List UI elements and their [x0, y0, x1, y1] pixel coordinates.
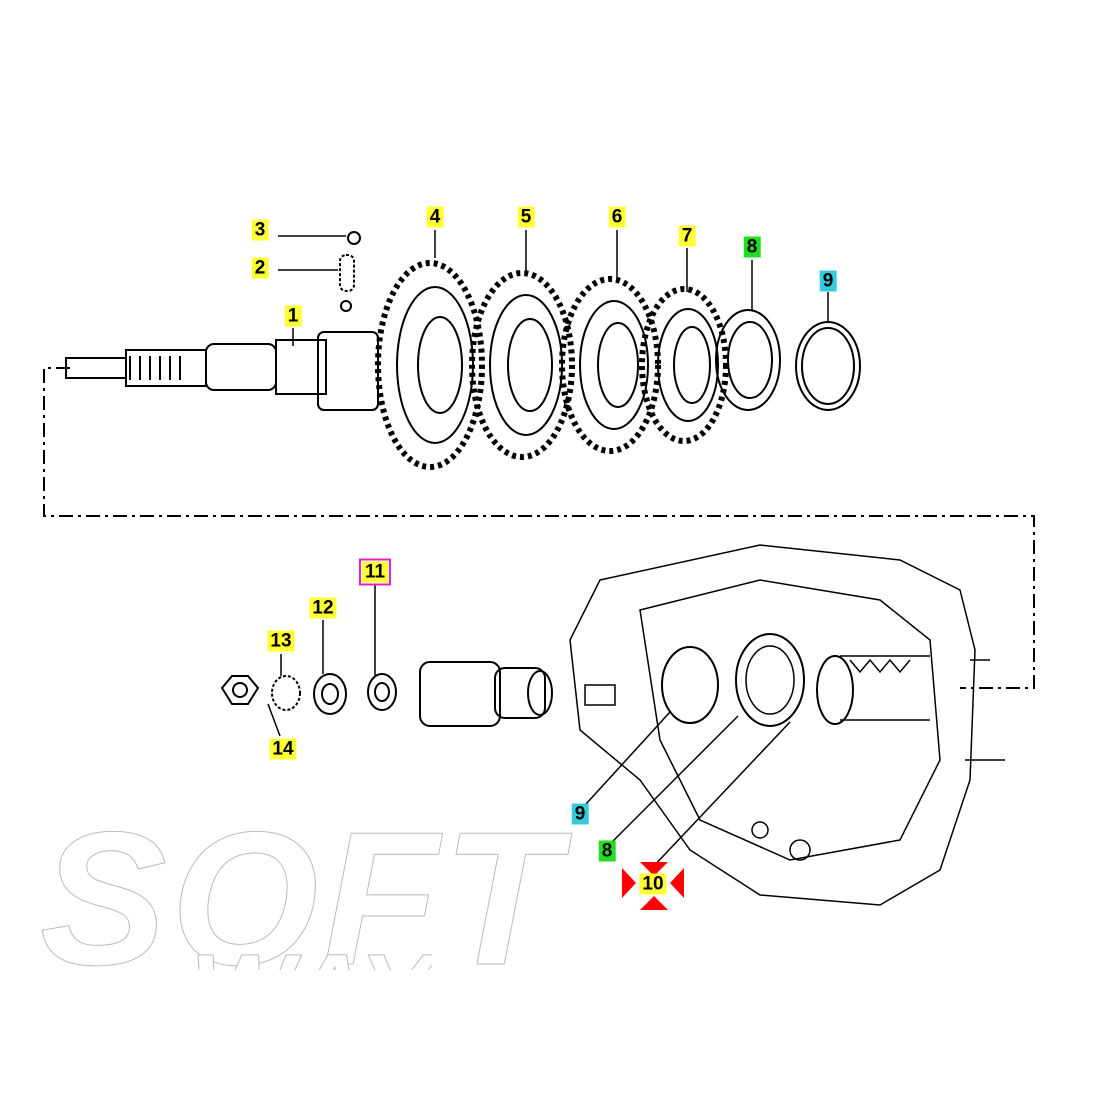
lock-washer-13 [271, 675, 301, 711]
nut-14 [220, 675, 260, 705]
main-shaft [65, 331, 379, 411]
bearing-12 [313, 673, 347, 715]
transmission-housing [569, 544, 1005, 906]
gear-7 [639, 286, 729, 444]
callout-6[interactable]: 6 [608, 206, 626, 228]
callout-8-lower[interactable]: 8 [598, 840, 616, 862]
callout-9-lower[interactable]: 9 [571, 803, 589, 825]
callout-7[interactable]: 7 [678, 225, 696, 247]
callout-3[interactable]: 3 [251, 219, 269, 241]
ball [347, 231, 361, 245]
gear-6 [559, 276, 661, 454]
watermark-line2: WAY [190, 930, 432, 971]
callout-1[interactable]: 1 [284, 305, 302, 327]
callout-12[interactable]: 12 [309, 597, 337, 619]
callout-13[interactable]: 13 [267, 630, 295, 652]
selection-marker-icon [622, 862, 684, 910]
callout-4[interactable]: 4 [426, 206, 444, 228]
watermark-text: SOFT [40, 793, 563, 1006]
callout-14[interactable]: 14 [269, 738, 297, 760]
callout-11[interactable]: 11 [358, 558, 392, 586]
callout-8-upper[interactable]: 8 [743, 236, 761, 258]
gear-4 [375, 260, 485, 470]
watermark-text-2: WAY [190, 932, 432, 971]
spring [339, 254, 355, 292]
leader-lines [267, 230, 829, 871]
bushing-11 [367, 673, 397, 711]
gear-5 [469, 270, 575, 460]
callout-9-upper[interactable]: 9 [819, 270, 837, 292]
snap-ring-9 [795, 321, 861, 411]
callout-2[interactable]: 2 [251, 257, 269, 279]
assembly-connector-line [43, 367, 1035, 689]
thrust-washer-8 [715, 309, 781, 411]
sleeve [419, 661, 553, 727]
callout-5[interactable]: 5 [517, 206, 535, 228]
watermark: SOFT [40, 790, 563, 1008]
callout-10[interactable]: 10 [639, 873, 667, 895]
